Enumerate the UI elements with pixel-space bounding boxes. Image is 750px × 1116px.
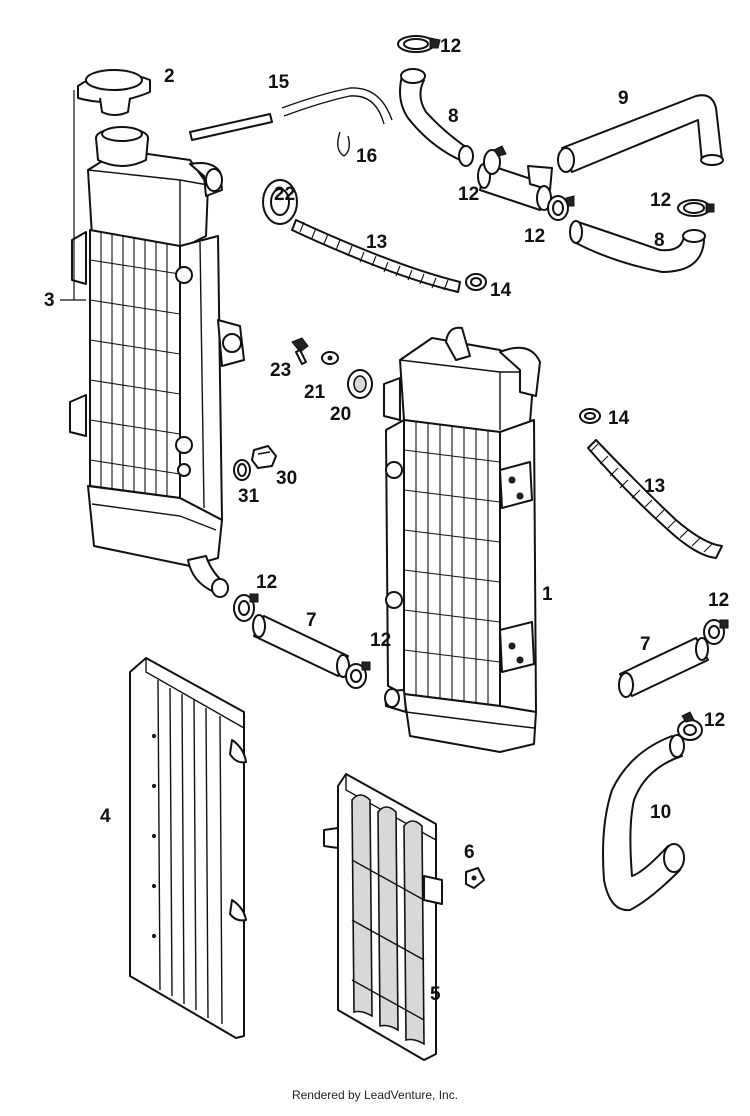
hose-8-lower <box>569 220 706 273</box>
callout-12-tee-right: 12 <box>524 226 545 247</box>
callout-20: 20 <box>330 404 351 425</box>
callout-4: 4 <box>100 806 111 827</box>
clip-16 <box>337 131 351 157</box>
hose-9 <box>557 94 724 173</box>
hose-clip-14-upper <box>465 273 487 291</box>
hose-7-left <box>252 614 350 678</box>
callout-12-left-lower: 12 <box>256 572 277 593</box>
radiator-shroud-right <box>323 773 443 1061</box>
hose-clip-14-right <box>579 408 601 424</box>
callout-5: 5 <box>430 984 441 1005</box>
clip-nut-6 <box>465 867 485 889</box>
hose-7-right <box>618 637 709 698</box>
t-connector <box>477 163 553 211</box>
callout-1: 1 <box>542 584 553 605</box>
hose-clamp-12-tee-right <box>547 195 575 221</box>
callout-10: 10 <box>650 802 671 823</box>
hose-clamp-12-left-lower <box>233 593 259 622</box>
callout-31: 31 <box>238 486 260 507</box>
callout-12-bottom-right: 12 <box>704 710 725 731</box>
callout-12-center: 12 <box>370 630 391 651</box>
leader-3 <box>60 90 86 301</box>
braided-hose-upper <box>291 219 461 293</box>
callout-23: 23 <box>270 360 291 381</box>
callout-9: 9 <box>618 88 629 109</box>
hose-clamp-12-center <box>345 661 371 689</box>
callout-30: 30 <box>276 468 297 489</box>
callout-2: 2 <box>164 66 175 87</box>
hose-10 <box>602 734 685 912</box>
callout-7-right: 7 <box>640 634 651 655</box>
callout-12-tee: 12 <box>458 184 479 205</box>
callout-15: 15 <box>268 72 290 93</box>
hose-clamp-12-top <box>397 35 441 53</box>
callout-13-right: 13 <box>644 476 665 497</box>
callout-14-right: 14 <box>608 408 630 429</box>
braided-hose-right <box>587 439 723 559</box>
bolt-23 <box>291 337 309 365</box>
callout-12-right: 12 <box>650 190 671 211</box>
grommet-22 <box>262 179 298 225</box>
callout-6: 6 <box>464 842 475 863</box>
hose-8-upper <box>399 68 474 167</box>
left-radiator <box>69 126 245 598</box>
callout-3: 3 <box>44 290 55 311</box>
hose-clamp-12-tee-left <box>483 145 507 175</box>
callout-13-upper: 13 <box>366 232 387 253</box>
seal-ring-31 <box>233 459 251 481</box>
radiator-cap <box>77 69 151 116</box>
radiator-shroud-left <box>129 657 247 1039</box>
callout-21: 21 <box>304 382 326 403</box>
callout-16: 16 <box>356 146 377 167</box>
washer-21 <box>321 351 339 365</box>
hose-clamp-12-right <box>677 199 715 217</box>
breather-tube <box>189 113 273 141</box>
drain-plug-30 <box>251 445 277 469</box>
callout-12-top: 12 <box>440 36 461 57</box>
hose-clamp-12-right-lower <box>703 619 729 645</box>
callout-22: 22 <box>274 184 295 205</box>
hose-clamp-12-bottom-right <box>677 711 703 741</box>
callout-7-left: 7 <box>306 610 317 631</box>
right-radiator <box>383 326 541 753</box>
callout-8-lower: 8 <box>654 230 665 251</box>
footer-credit: Rendered by LeadVenture, Inc. <box>291 1088 459 1102</box>
rubber-mount-20 <box>347 369 373 399</box>
callout-14-upper: 14 <box>490 280 512 301</box>
callout-12-right-lower: 12 <box>708 590 729 611</box>
callout-8-upper: 8 <box>448 106 459 127</box>
